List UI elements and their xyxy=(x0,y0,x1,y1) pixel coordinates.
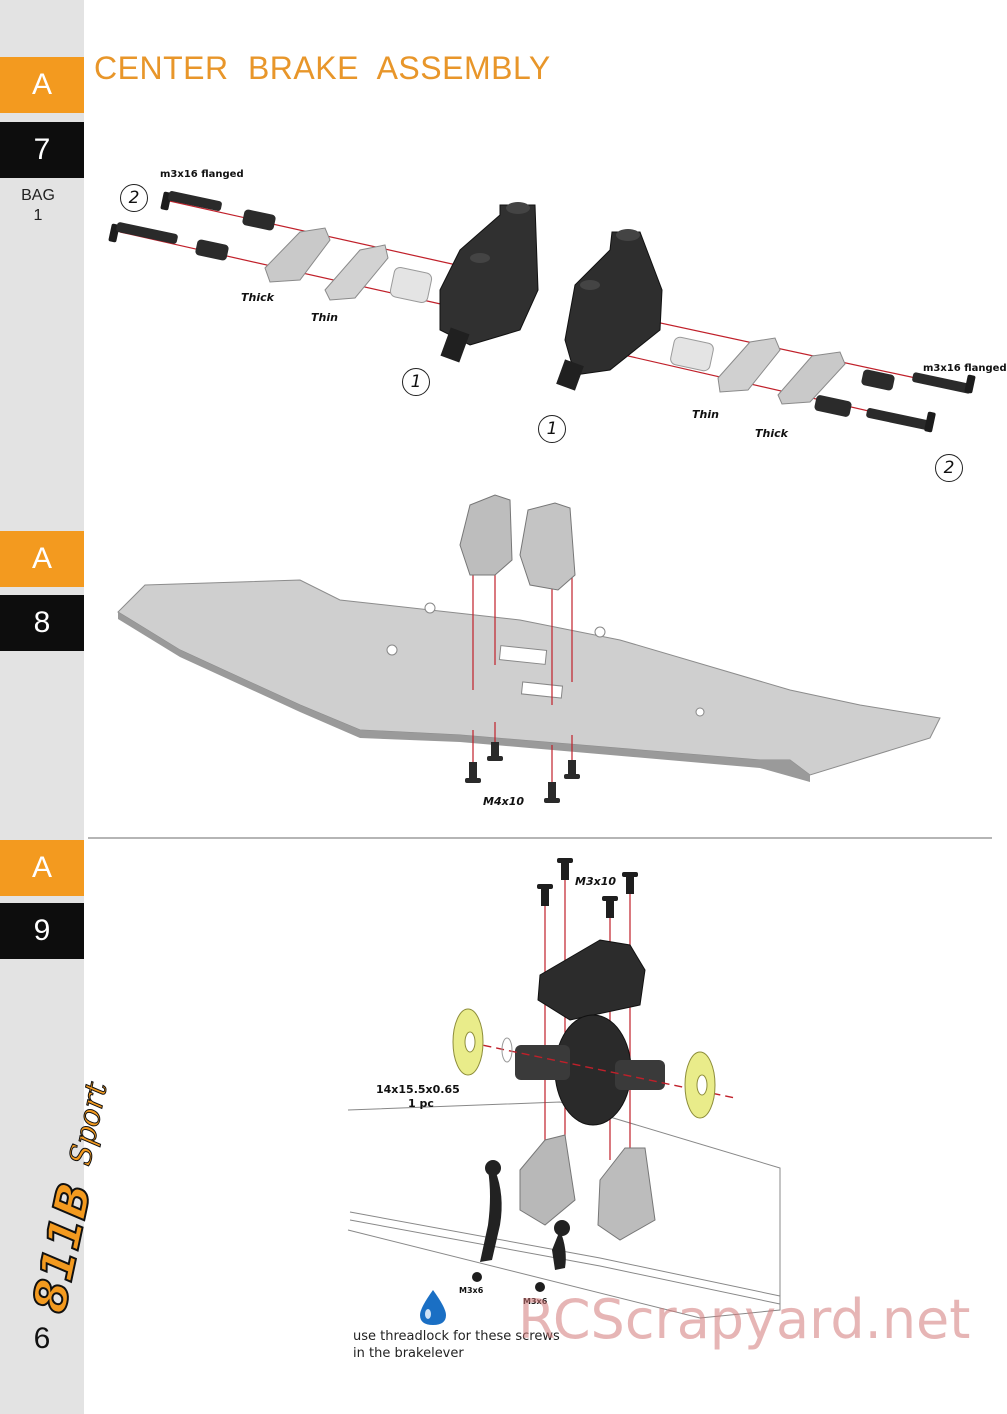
flanged-screw-right-bottom xyxy=(866,408,936,433)
label-oring-qty: 1 pc xyxy=(408,1097,434,1110)
label-m3x10: M3x10 xyxy=(575,875,617,888)
label-thick-left: Thick xyxy=(241,291,274,304)
label-m3x6-right: M3x6 xyxy=(523,1297,548,1306)
label-flanged-screw-left: m3x16 flanged xyxy=(160,169,244,180)
watermark: RCScrapyard.net xyxy=(518,1288,971,1351)
page-title: CENTER BRAKE ASSEMBLY xyxy=(94,50,551,86)
brake-block-left xyxy=(439,202,539,363)
threadlock-note: use threadlock for these screws in the b… xyxy=(353,1328,560,1362)
callout-1-left: 1 xyxy=(402,368,430,396)
sidebar xyxy=(0,0,84,1414)
label-thin-right: Thin xyxy=(692,408,719,421)
step-7-letter-tab: A xyxy=(0,57,84,113)
svg-text:811B: 811B xyxy=(22,1178,102,1317)
callout-1-right: 1 xyxy=(538,415,566,443)
callout-2-left: 2 xyxy=(120,184,148,212)
chassis-plate xyxy=(117,579,941,782)
page-number: 6 xyxy=(33,1322,51,1355)
label-m3x6-left: M3x6 xyxy=(459,1286,484,1295)
bag-number: 1 xyxy=(33,207,43,224)
center-diff xyxy=(515,1014,665,1126)
step-7-number-tab: 7 xyxy=(0,122,84,178)
step-8-letter-tab: A xyxy=(0,531,84,587)
label-oring-size: 14x15.5x0.65 xyxy=(376,1083,460,1096)
section-divider xyxy=(88,837,992,839)
step-8-number-tab: 8 xyxy=(0,595,84,651)
threadlock-drop-icon xyxy=(420,1290,446,1325)
svg-text:Sport: Sport xyxy=(63,1078,115,1169)
step-9-number-tab: 9 xyxy=(0,903,84,959)
threadlock-note-line1: use threadlock for these screws xyxy=(353,1329,560,1344)
brand-logo: 811B Sport xyxy=(21,1078,115,1319)
label-flanged-screw-right: m3x16 flanged xyxy=(923,363,1007,374)
bag-indicator: BAG 1 xyxy=(0,186,76,226)
label-thick-right: Thick xyxy=(755,427,788,440)
brake-block-right xyxy=(556,229,663,391)
threadlock-note-line2: in the brakelever xyxy=(353,1346,464,1361)
callout-2-right: 2 xyxy=(935,454,963,482)
flanged-screw-right-top xyxy=(912,372,976,394)
flanged-screw-left-top xyxy=(160,191,222,211)
flanged-screw-left-bottom xyxy=(108,222,178,244)
step-9-letter-tab: A xyxy=(0,840,84,896)
bag-label: BAG xyxy=(21,187,55,204)
label-m4x10: M4x10 xyxy=(483,795,525,808)
label-thin-left: Thin xyxy=(311,311,338,324)
